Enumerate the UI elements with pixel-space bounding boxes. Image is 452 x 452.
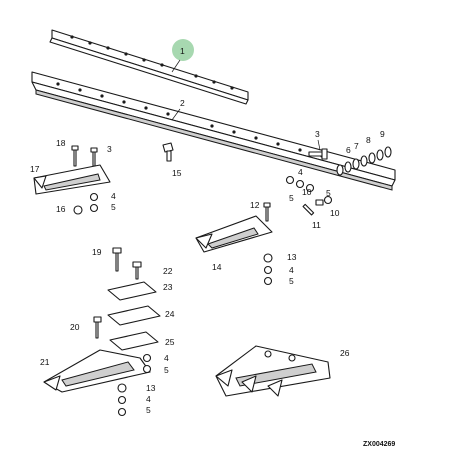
callout-20: 20	[70, 322, 80, 332]
clip-23	[107, 281, 157, 301]
guard-14-fasteners	[263, 253, 273, 286]
callout-25: 25	[165, 337, 175, 347]
callout-15: 15	[172, 168, 182, 178]
guard-17-fasteners	[73, 192, 99, 215]
callout-23: 23	[163, 282, 173, 292]
callout-13b: 13	[146, 383, 156, 393]
bolt-20	[93, 316, 102, 339]
callout-4e: 4	[146, 394, 151, 404]
callout-10b: 10	[330, 208, 340, 218]
guard-21	[43, 349, 151, 393]
callout-14: 14	[212, 262, 222, 272]
callout-21: 21	[40, 357, 50, 367]
callout-17: 17	[30, 164, 40, 174]
lower-left-fasteners	[117, 353, 152, 417]
callout-highlight	[172, 39, 194, 61]
guard-26	[215, 345, 331, 397]
callout-5e: 5	[164, 365, 169, 375]
callout-5a: 5	[289, 193, 294, 203]
callout-5f: 5	[146, 405, 151, 415]
callout-9: 9	[380, 129, 385, 139]
callout-19: 19	[92, 247, 102, 257]
callout-16: 16	[56, 204, 66, 214]
callout-18: 18	[56, 138, 66, 148]
callout-4a: 4	[298, 167, 303, 177]
callout-1: 1	[180, 46, 185, 56]
callout-2: 2	[180, 98, 185, 108]
guard-14	[195, 215, 273, 253]
callout-4b: 4	[111, 191, 116, 201]
guard-17	[33, 164, 111, 195]
callout-13a: 13	[287, 252, 297, 262]
callout-24: 24	[165, 309, 175, 319]
callout-7: 7	[354, 141, 359, 151]
nut-stack-right	[285, 175, 315, 193]
callout-3a: 3	[315, 129, 320, 139]
end-bolt-3	[308, 148, 328, 160]
plate-25	[109, 331, 159, 351]
callout-11: 11	[312, 220, 321, 230]
bolt-11	[302, 199, 324, 216]
bolt-15	[162, 142, 174, 162]
drawing-code: ZX004269	[363, 441, 395, 448]
plate-24	[107, 305, 161, 326]
callout-5c: 5	[111, 202, 116, 212]
washer-stack	[336, 146, 392, 176]
bolts-12	[263, 202, 271, 222]
bolts-19-22	[112, 247, 142, 280]
callout-5d: 5	[289, 276, 294, 286]
callout-5b: 5	[326, 188, 331, 198]
cutter-bar	[31, 71, 396, 191]
callout-3b: 3	[107, 144, 112, 154]
callout-6: 6	[346, 145, 351, 155]
knife-back-bar	[49, 29, 249, 105]
callout-4d: 4	[164, 353, 169, 363]
callout-10a: 10	[302, 187, 312, 197]
callout-22: 22	[163, 266, 173, 276]
nut-10b	[323, 195, 333, 205]
callout-8: 8	[366, 135, 371, 145]
callout-4c: 4	[289, 265, 294, 275]
bolts-18	[71, 145, 98, 167]
callout-12: 12	[250, 200, 260, 210]
callout-26: 26	[340, 348, 350, 358]
